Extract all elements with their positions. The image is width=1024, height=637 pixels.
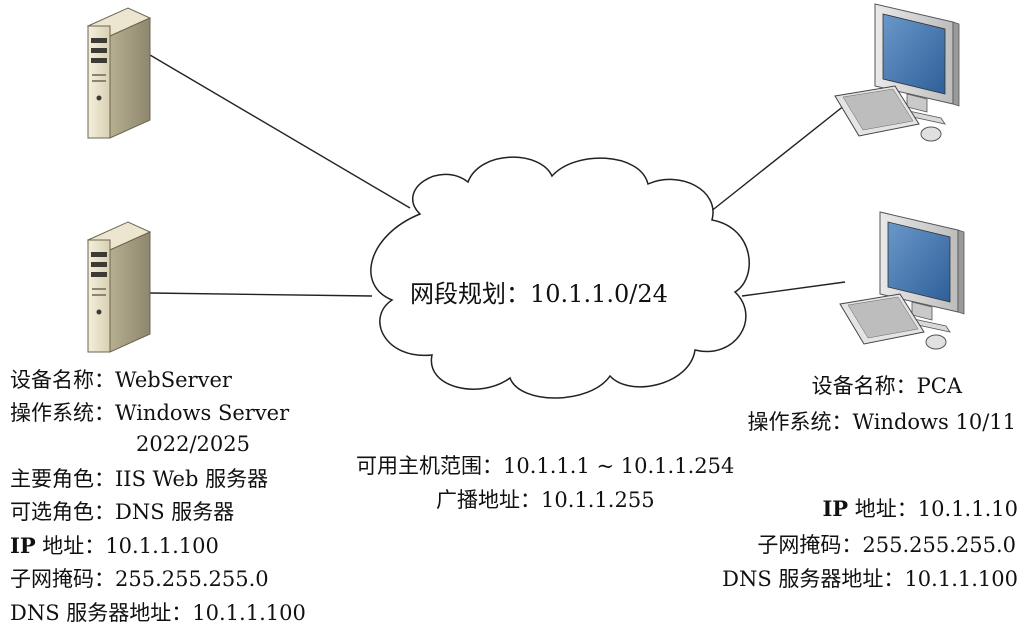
server-name-label: 设备名称： xyxy=(10,368,115,392)
client-dns-line: DNS 服务器地址：10.1.1.100 xyxy=(722,565,1018,593)
host-range-line: 可用主机范围：10.1.1.1 ~ 10.1.1.254 xyxy=(356,452,734,480)
server-dns: 10.1.1.100 xyxy=(192,601,306,625)
subnet-label-prefix: 网段规划： xyxy=(410,280,530,308)
link-pc1-cloud xyxy=(699,104,846,221)
server-tower-icon xyxy=(86,221,152,353)
client-name: PCA xyxy=(916,374,962,398)
link-server2-cloud xyxy=(149,292,373,297)
server-os-label: 操作系统： xyxy=(10,401,115,425)
server-name: WebServer xyxy=(115,368,232,392)
server-tower-icon xyxy=(86,7,152,139)
host-range-value: 10.1.1.1 ~ 10.1.1.254 xyxy=(503,454,735,478)
client-name-line: 设备名称：PCA xyxy=(812,372,962,400)
server-dns-label: DNS 服务器地址： xyxy=(10,601,193,625)
desktop-computer-icon xyxy=(839,211,965,350)
client-dns-label: DNS 服务器地址： xyxy=(722,567,905,591)
client-mask: 255.255.255.0 xyxy=(862,533,1016,557)
connections xyxy=(149,54,846,297)
client-os-line: 操作系统：Windows 10/11 xyxy=(748,408,1017,436)
server-os-line2: 2022/2025 xyxy=(136,432,250,456)
client-ip-line: IP 地址：10.1.1.10 xyxy=(822,495,1018,523)
client-ip-label-bold: IP xyxy=(822,496,849,521)
link-server1-cloud xyxy=(149,54,411,209)
client-mask-label: 子网掩码： xyxy=(757,533,863,557)
client-mask-line: 子网掩码：255.255.255.0 xyxy=(757,531,1016,559)
server-primary-role: IIS Web 服务器 xyxy=(115,467,269,491)
network-cloud-icon xyxy=(370,156,750,399)
server-mask-line: 子网掩码：255.255.255.0 xyxy=(10,565,269,593)
server-optional-role-line: 可选角色：DNS 服务器 xyxy=(10,498,234,526)
client-os: Windows 10/11 xyxy=(852,410,1017,434)
link-pc2-cloud xyxy=(741,281,846,297)
client-dns: 10.1.1.100 xyxy=(904,567,1018,591)
client-name-label: 设备名称： xyxy=(811,374,917,398)
server-optional-role: DNS 服务器 xyxy=(115,500,235,524)
client-ip-label-rest: 地址： xyxy=(848,497,918,521)
server-optional-role-label: 可选角色： xyxy=(10,500,115,524)
server-ip-line: IP 地址：10.1.1.100 xyxy=(10,532,219,560)
subnet-value: 10.1.1.0/24 xyxy=(530,280,668,308)
server-ip: 10.1.1.100 xyxy=(105,534,219,558)
server-mask: 255.255.255.0 xyxy=(115,567,269,591)
subnet-label: 网段规划：10.1.1.0/24 xyxy=(410,274,668,309)
broadcast-value: 10.1.1.255 xyxy=(541,488,655,512)
client-ip: 10.1.1.10 xyxy=(917,497,1018,521)
host-range-label: 可用主机范围： xyxy=(356,454,503,478)
server-ip-label-rest: 地址： xyxy=(35,534,106,558)
server-os-line1: Windows Server xyxy=(115,401,290,425)
server-os-line: 操作系统：Windows Server xyxy=(10,399,289,427)
broadcast-line: 广播地址：10.1.1.255 xyxy=(436,486,655,514)
server-ip-label-bold: IP xyxy=(10,533,36,558)
desktop-computer-icon xyxy=(834,3,960,142)
server-primary-role-line: 主要角色：IIS Web 服务器 xyxy=(10,465,268,493)
server-primary-role-label: 主要角色： xyxy=(10,467,115,491)
server-mask-label: 子网掩码： xyxy=(10,567,115,591)
server-dns-line: DNS 服务器地址：10.1.1.100 xyxy=(10,599,306,627)
client-os-label: 操作系统： xyxy=(747,410,853,434)
broadcast-label: 广播地址： xyxy=(436,488,541,512)
server-name-line: 设备名称：WebServer xyxy=(10,366,232,394)
